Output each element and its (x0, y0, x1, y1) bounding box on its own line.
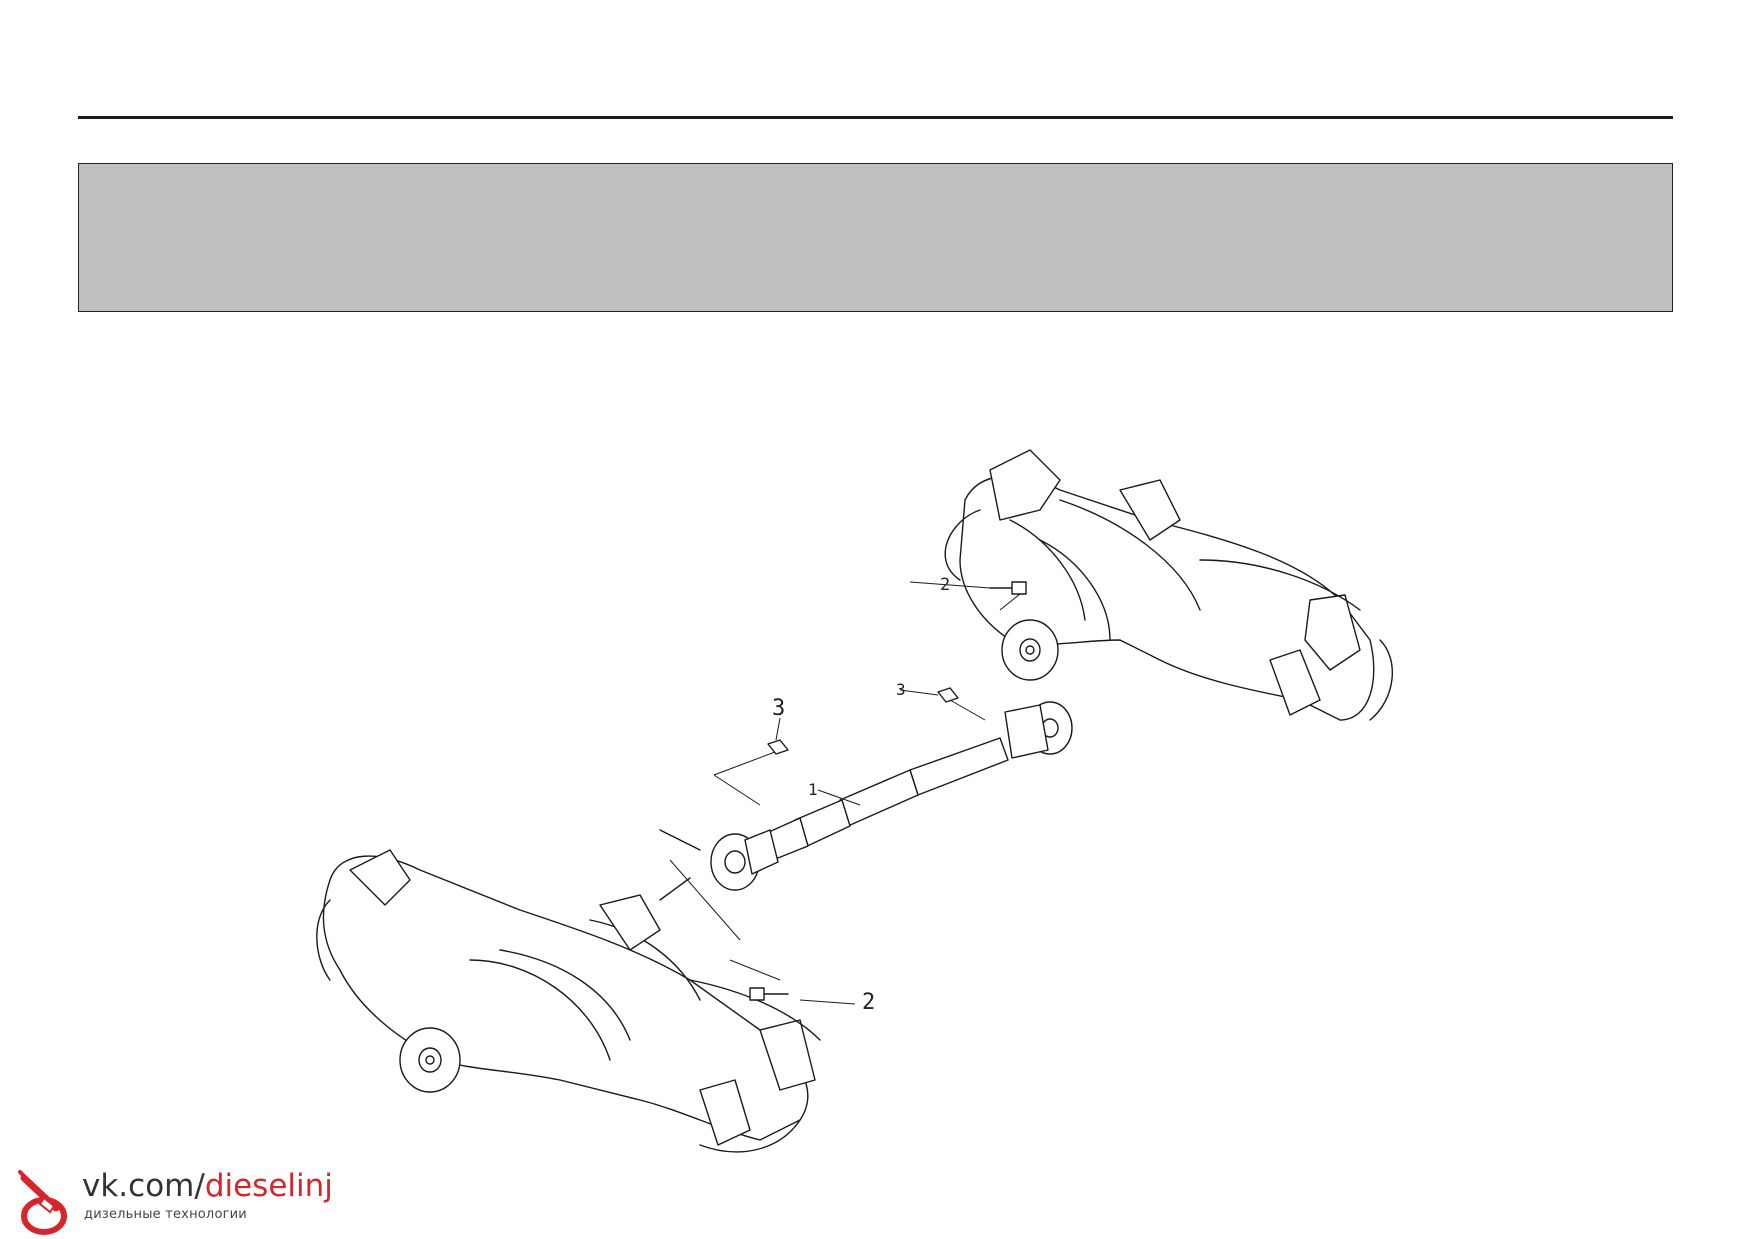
callout-front-nut: 3 (772, 696, 786, 721)
sparkplug-logo-icon (18, 1170, 67, 1235)
lower-nut (767, 739, 789, 755)
propeller-shaft (659, 701, 1073, 901)
leader-lines (669, 581, 1021, 1005)
top-rule (78, 116, 1673, 119)
watermark-domain: vk.com/ (82, 1168, 205, 1204)
watermark-tagline: дизельные технологии (84, 1207, 247, 1222)
upper-nut (937, 687, 959, 703)
rear-axle-housing (944, 449, 1393, 721)
callout-front-bolt: 2 (862, 990, 876, 1015)
watermark-handle: dieselinj (204, 1168, 333, 1204)
watermark-url: vk.com/dieselinj (82, 1171, 333, 1202)
callout-shaft: 1 (808, 780, 818, 799)
watermark: vk.com/dieselinj дизельные технологии (14, 1168, 333, 1238)
upper-bolt (989, 581, 1027, 595)
callout-rear-bolt: 2 (940, 575, 951, 595)
lower-bolt (749, 987, 789, 1001)
callout-rear-nut: 3 (896, 680, 906, 699)
header-band (78, 163, 1673, 312)
front-axle-housing (316, 849, 821, 1153)
